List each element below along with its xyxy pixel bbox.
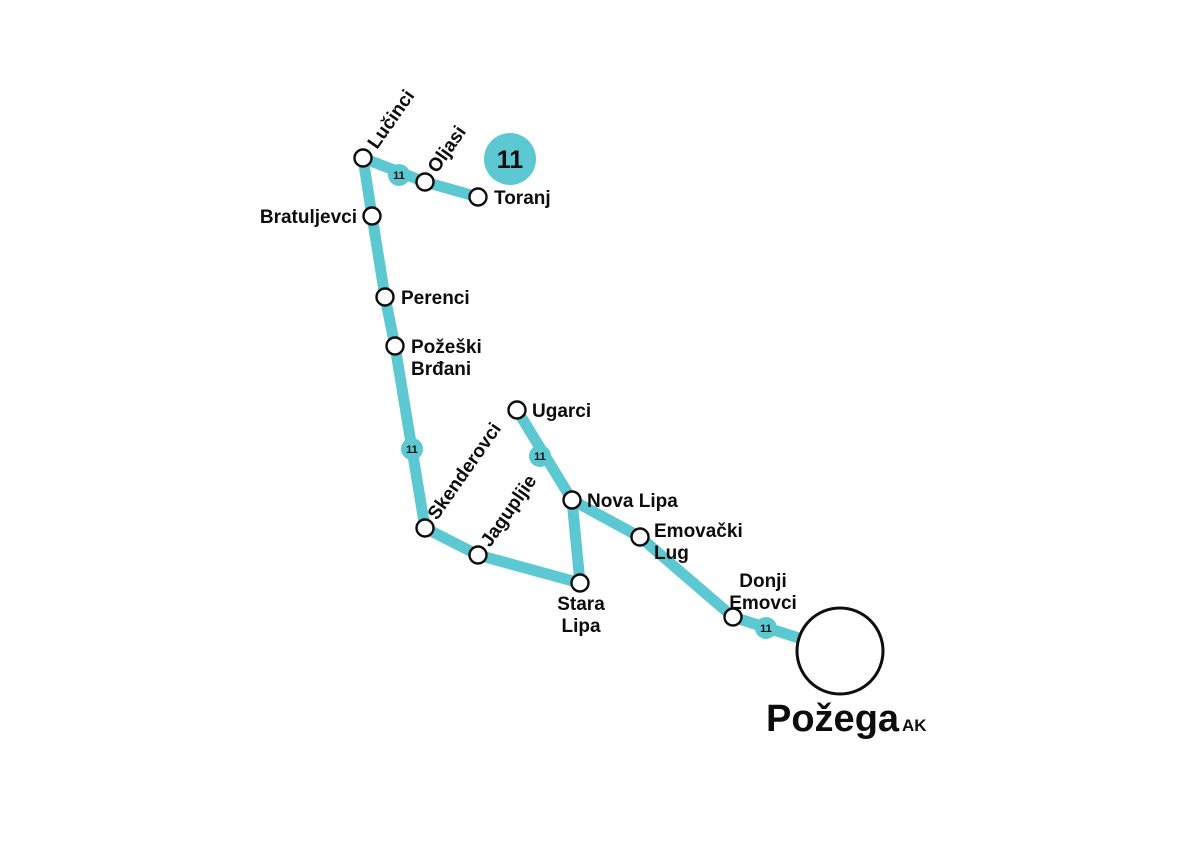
stop-bratuljevci[interactable]: Bratuljevci	[260, 206, 382, 228]
line-number-badge-label: 11	[393, 170, 405, 182]
stop-marker-ugarci[interactable]	[507, 400, 527, 420]
stop-label-bratuljevci: Bratuljevci	[260, 207, 357, 228]
stop-label-perenci: Perenci	[401, 288, 470, 309]
stop-marker-donji-emovci[interactable]	[723, 607, 743, 627]
stop-marker-nova-lipa[interactable]	[562, 490, 582, 510]
route-segment-jagupljie-stara-lipa	[472, 549, 586, 589]
line-number-badge-label: 11	[760, 623, 772, 635]
stop-perenci[interactable]: Perenci	[375, 287, 470, 309]
stop-label-stara-lipa-line2: Lipa	[561, 616, 600, 637]
route-line-group	[357, 152, 811, 646]
terminus-label-suffix: AK	[902, 716, 927, 735]
stop-marker-oljasi[interactable]	[415, 172, 435, 192]
stop-label-ugarci: Ugarci	[532, 401, 591, 422]
stop-marker-toranj[interactable]	[468, 187, 488, 207]
stop-label-emovacki-lug-line2: Lug	[654, 543, 689, 564]
stop-label-pozeski-brdani-line2: Brđani	[411, 359, 471, 380]
terminus-marker-group	[795, 606, 885, 696]
stop-jagupljie[interactable]: Jagupljie	[468, 471, 542, 565]
stop-toranj[interactable]: Toranj	[468, 187, 551, 209]
stop-marker-pozeski-brdani[interactable]	[385, 336, 405, 356]
stop-marker-emovacki-lug[interactable]	[630, 527, 650, 547]
stop-oljasi[interactable]: Oljasi	[415, 122, 471, 192]
route-number-badge-label: 11	[497, 146, 524, 174]
terminus-marker-pozega[interactable]	[795, 606, 885, 696]
stop-label-stara-lipa: Stara	[557, 594, 605, 615]
stop-nova-lipa[interactable]: Nova Lipa	[562, 490, 679, 512]
stop-marker-lucinci[interactable]	[353, 148, 373, 168]
stop-marker-perenci[interactable]	[375, 287, 395, 307]
line-number-badge-label: 11	[406, 444, 418, 456]
line-number-badge: 11	[401, 438, 423, 460]
route-segment-lucinci-bratuljevci	[357, 152, 378, 222]
line-number-badge: 11	[755, 617, 777, 639]
stop-label-emovacki-lug: Emovački	[654, 521, 743, 542]
stop-label-donji-emovci: Donji	[739, 571, 787, 592]
stop-label-skenderovci: Skenderovci	[424, 419, 506, 524]
stop-label-lucinci: Lučinci	[364, 86, 419, 153]
stop-label-toranj: Toranj	[494, 188, 551, 209]
stop-lucinci[interactable]: Lučinci	[353, 86, 420, 168]
stop-label-pozeski-brdani: Požeški	[411, 337, 482, 358]
route-segment-stara-lipa-nova-lipa	[566, 494, 586, 589]
route-number-badge[interactable]: 11	[484, 133, 536, 185]
route-segment-emovacki-lug-donji-emovci	[634, 531, 739, 623]
stop-label-donji-emovci-line2: Emovci	[729, 593, 797, 614]
stop-label-jagupljie: Jagupljie	[477, 471, 541, 551]
line-number-badge: 11	[388, 164, 410, 186]
stop-marker-skenderovci[interactable]	[415, 518, 435, 538]
stop-marker-bratuljevci[interactable]	[362, 206, 382, 226]
terminus-label-name: Požega	[766, 698, 900, 740]
stop-marker-jagupljie[interactable]	[468, 545, 488, 565]
line-number-badge: 11	[529, 445, 551, 467]
line-number-badge-group: 11 11 11 11	[388, 164, 777, 639]
route-segment-skenderovci-jagupljie	[419, 522, 484, 561]
route-segment-pozeski-brdani-skenderovci	[389, 340, 431, 534]
stop-ugarci[interactable]: Ugarci	[507, 400, 592, 422]
route-segment-nova-lipa-emovacki-lug	[566, 494, 646, 543]
stop-marker-stara-lipa[interactable]	[570, 573, 590, 593]
route-segment-bratuljevci-perenci	[366, 210, 391, 303]
line-number-badge-label: 11	[534, 451, 546, 463]
stop-label-oljasi: Oljasi	[424, 122, 471, 176]
stop-label-nova-lipa: Nova Lipa	[587, 491, 678, 512]
